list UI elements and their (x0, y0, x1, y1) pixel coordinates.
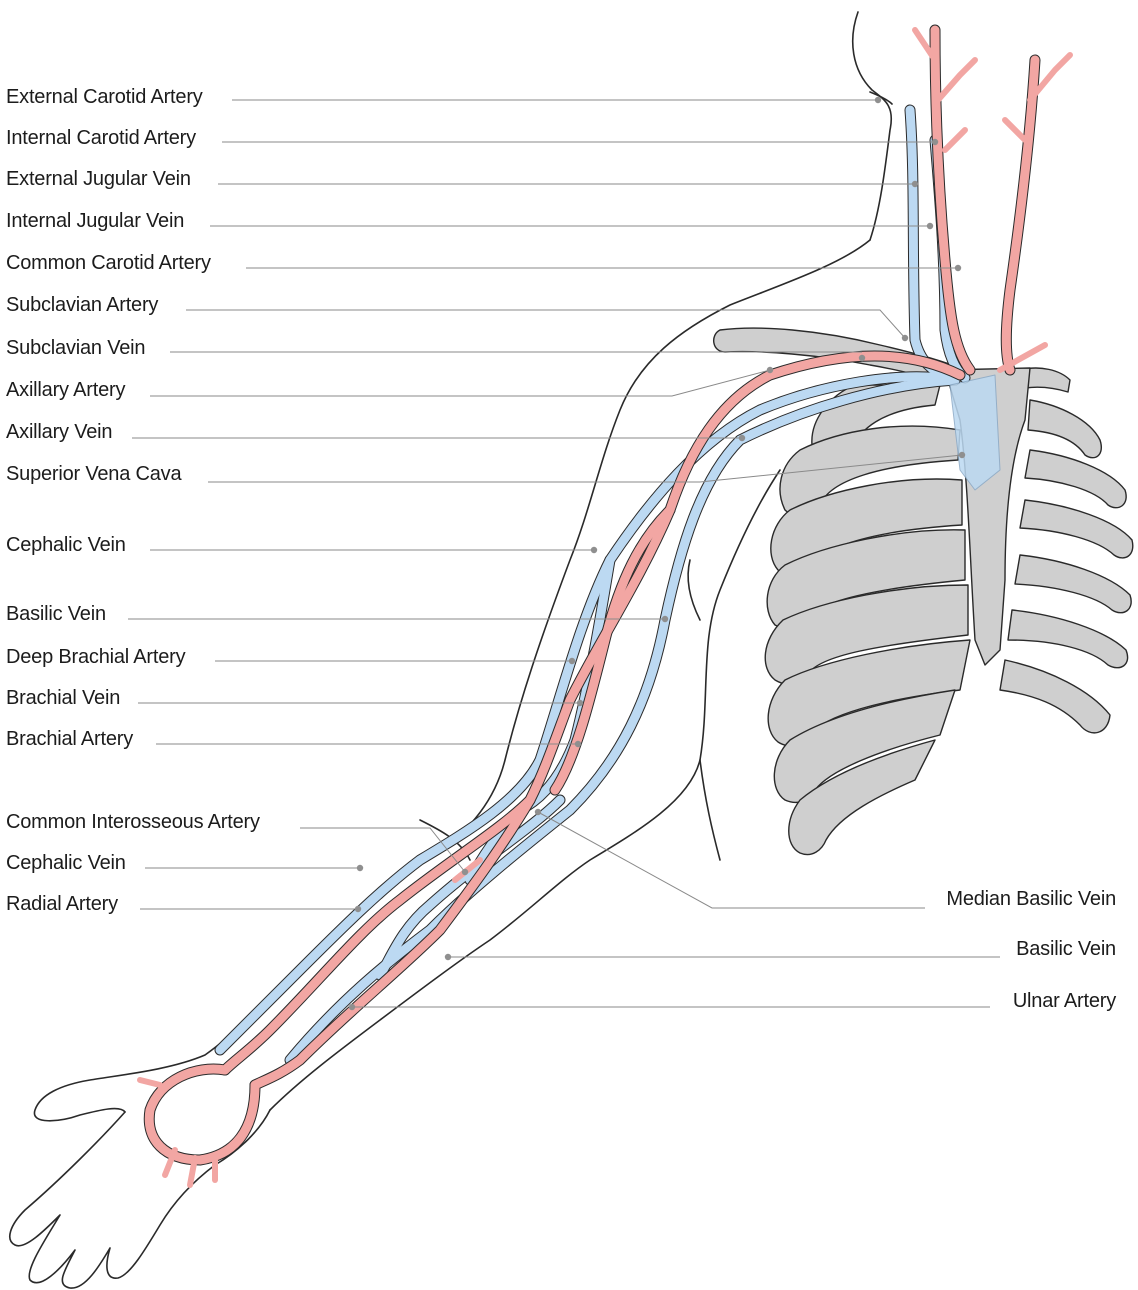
leader-dot (349, 1004, 355, 1010)
rib-left-6 (1000, 660, 1110, 733)
leader-dot (591, 547, 597, 553)
leader-line (150, 370, 770, 396)
label-common-interosseous-artery: Common Interosseous Artery (6, 810, 260, 834)
shoulder-outline (34, 240, 870, 1121)
leader-dot (577, 700, 583, 706)
leader-dot (912, 181, 918, 187)
torso-outline (700, 760, 720, 860)
leader-dot (959, 452, 965, 458)
label-subclavian-artery: Subclavian Artery (6, 293, 158, 317)
leader-dot (927, 223, 933, 229)
leader-dot (859, 355, 865, 361)
leader-dot (462, 869, 468, 875)
label-radial-artery: Radial Artery (6, 892, 118, 916)
rib-left-4 (1015, 555, 1131, 613)
neck-outline (853, 12, 892, 240)
leader-dot (575, 741, 581, 747)
label-external-jugular-vein: External Jugular Vein (6, 167, 191, 191)
leader-dot (355, 906, 361, 912)
leader-dot (535, 809, 541, 815)
label-basilic-vein-upper: Basilic Vein (6, 602, 106, 626)
label-brachial-artery: Brachial Artery (6, 727, 133, 751)
label-axillary-artery: Axillary Artery (6, 378, 125, 402)
label-median-basilic-vein: Median Basilic Vein (946, 887, 1116, 911)
label-common-carotid-artery: Common Carotid Artery (6, 251, 211, 275)
label-external-carotid-artery: External Carotid Artery (6, 85, 203, 109)
label-internal-carotid-artery: Internal Carotid Artery (6, 126, 196, 150)
leader-dot (739, 435, 745, 441)
leader-dot (875, 97, 881, 103)
label-internal-jugular-vein: Internal Jugular Vein (6, 209, 184, 233)
leader-dot (357, 865, 363, 871)
leader-dot (445, 954, 451, 960)
label-brachial-vein: Brachial Vein (6, 686, 120, 710)
common-carotid-artery-left (1006, 60, 1035, 370)
label-axillary-vein: Axillary Vein (6, 420, 112, 444)
label-cephalic-vein-lower: Cephalic Vein (6, 851, 126, 875)
rib-left-5 (1008, 610, 1128, 668)
hand-outline (10, 1110, 270, 1288)
leader-dot (955, 265, 961, 271)
label-subclavian-vein: Subclavian Vein (6, 336, 145, 360)
leader-dot (569, 658, 575, 664)
rib-left-3 (1020, 500, 1133, 558)
leader-dot (767, 367, 773, 373)
armpit-outline (688, 560, 700, 620)
leader-dot (902, 335, 908, 341)
label-ulnar-artery: Ulnar Artery (1013, 989, 1116, 1013)
leader-dot (932, 139, 938, 145)
label-deep-brachial-artery: Deep Brachial Artery (6, 645, 185, 669)
leader-dot (662, 616, 668, 622)
leader-line (538, 812, 925, 908)
rib-left-2 (1025, 450, 1126, 508)
label-cephalic-vein-upper: Cephalic Vein (6, 533, 126, 557)
label-superior-vena-cava: Superior Vena Cava (6, 462, 181, 486)
superior-vena-cava (950, 375, 1000, 490)
rib-left-1 (1028, 400, 1101, 458)
label-basilic-vein-lower: Basilic Vein (1016, 937, 1116, 961)
